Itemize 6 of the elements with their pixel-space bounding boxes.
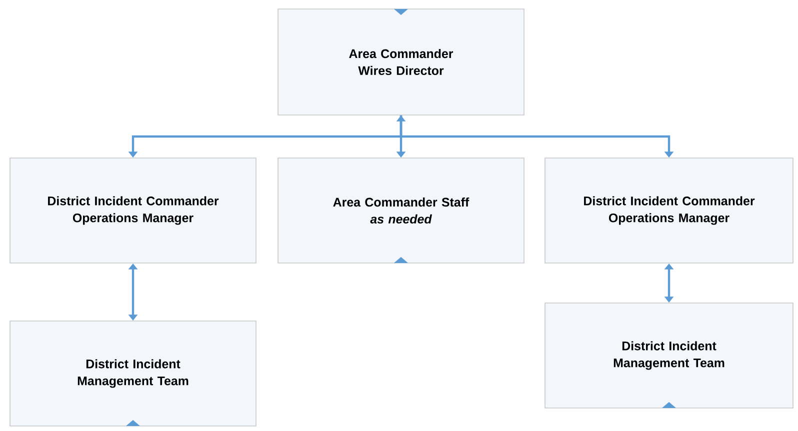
org-box: Area Commander Staff as needed: [278, 158, 524, 264]
org-box: District Incident Management Team: [10, 320, 256, 426]
org-box: District Incident Commander Operations Manager: [10, 158, 256, 264]
org-box: District Incident Management Team: [544, 302, 794, 408]
org-box: District Incident Commander Operations Manager: [544, 158, 794, 264]
org-box: Area Commander Wires Director: [278, 8, 524, 116]
